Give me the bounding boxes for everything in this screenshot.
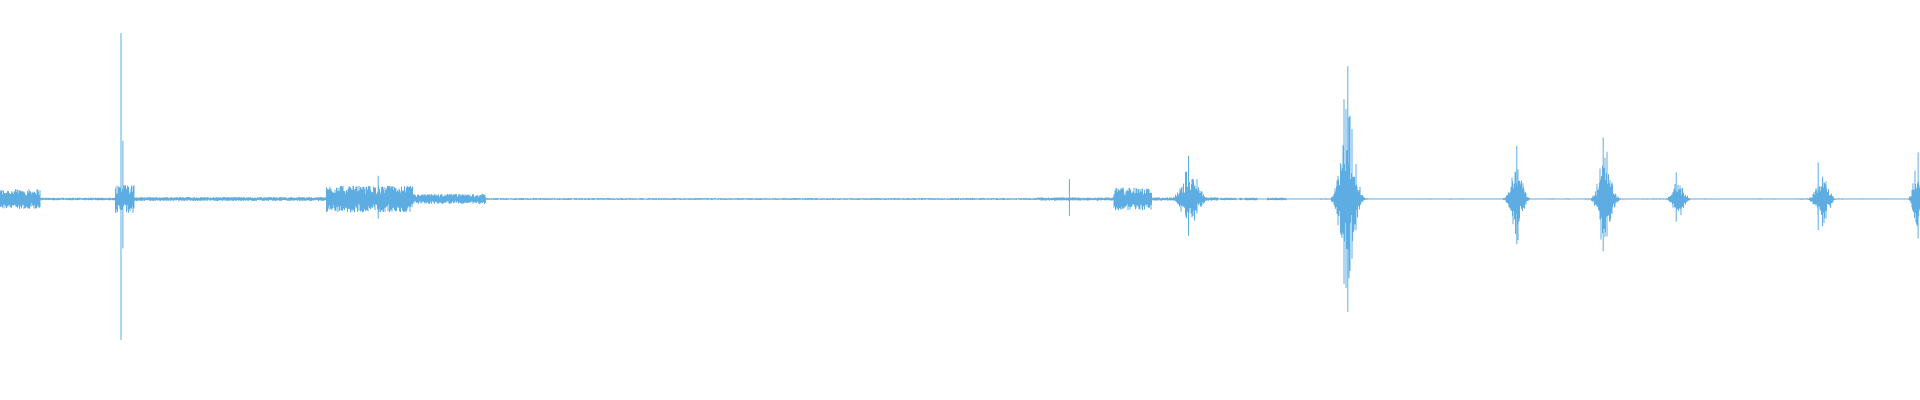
waveform-trace: [0, 33, 1920, 341]
